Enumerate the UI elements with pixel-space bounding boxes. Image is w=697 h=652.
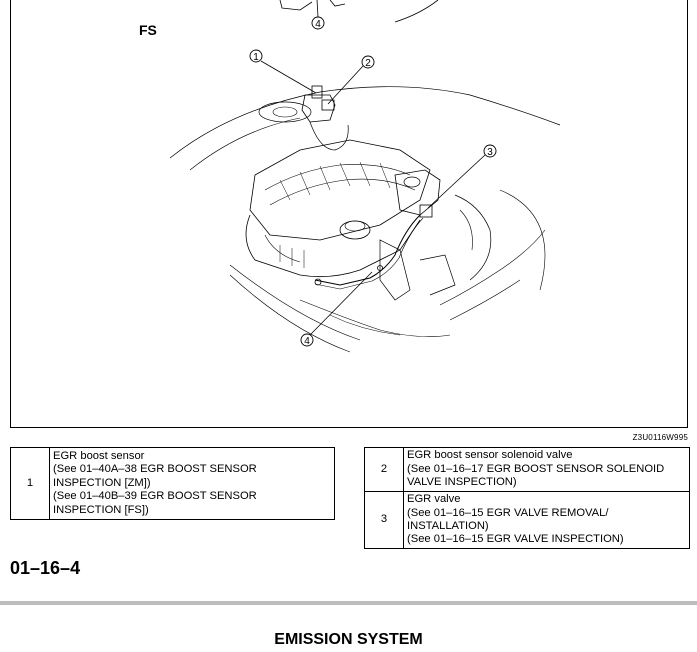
part-reference: (See 01–16–15 EGR VALVE INSPECTION) — [407, 533, 624, 546]
part-reference: (See 01–40A–38 EGR BOOST SENSOR — [53, 463, 257, 476]
page-number: 01–16–4 — [10, 558, 81, 578]
part-description: EGR valve (See 01–16–15 EGR VALVE REMOVA… — [403, 491, 690, 549]
part-name: EGR boost sensor solenoid valve — [407, 449, 573, 462]
callout-marker — [311, 16, 325, 30]
part-reference: INSPECTION [FS]) — [53, 503, 149, 516]
callout-label: 4 — [304, 336, 310, 347]
table-row: 1 EGR boost sensor (See 01–40A–38 EGR BO… — [10, 447, 335, 520]
section-title: EMISSION SYSTEM — [274, 631, 423, 648]
part-description: EGR boost sensor (See 01–40A–38 EGR BOOS… — [49, 447, 335, 520]
table-row: 3 EGR valve (See 01–16–15 EGR VALVE REMO… — [364, 491, 690, 549]
callout-marker — [361, 55, 375, 69]
callout-label: 4 — [315, 19, 321, 30]
part-reference: (See 01–16–15 EGR VALVE REMOVAL/ — [407, 506, 609, 519]
variant-label: FS — [139, 22, 157, 38]
figure-code: Z3U0116W995 — [632, 433, 688, 442]
callout-label: 3 — [487, 147, 493, 158]
figure-frame — [10, 0, 688, 428]
part-name: EGR boost sensor — [53, 449, 145, 462]
engine-illustration: 4 1 2 3 4 — [169, 0, 561, 353]
callout-marker — [249, 49, 263, 63]
part-reference: (See 01–40B–39 EGR BOOST SENSOR — [53, 490, 257, 503]
part-reference: INSPECTION [ZM]) — [53, 476, 151, 489]
part-number: 1 — [10, 447, 50, 520]
callout-label: 1 — [253, 52, 259, 63]
callout-marker — [483, 144, 497, 158]
part-number: 3 — [364, 491, 404, 549]
parts-table-left: 1 EGR boost sensor (See 01–40A–38 EGR BO… — [10, 447, 335, 520]
callout-label: 2 — [365, 58, 371, 69]
part-description: EGR boost sensor solenoid valve (See 01–… — [403, 447, 690, 492]
footer-divider — [0, 601, 697, 605]
part-reference: (See 01–16–17 EGR BOOST SENSOR SOLENOID — [407, 462, 665, 475]
callout-marker — [300, 333, 314, 347]
part-reference: INSTALLATION) — [407, 520, 489, 532]
parts-table-right: 2 EGR boost sensor solenoid valve (See 0… — [364, 447, 690, 549]
table-row: 2 EGR boost sensor solenoid valve (See 0… — [364, 447, 690, 492]
part-reference: VALVE INSPECTION) — [407, 476, 517, 489]
part-name: EGR valve — [407, 493, 461, 506]
part-number: 2 — [364, 447, 404, 492]
